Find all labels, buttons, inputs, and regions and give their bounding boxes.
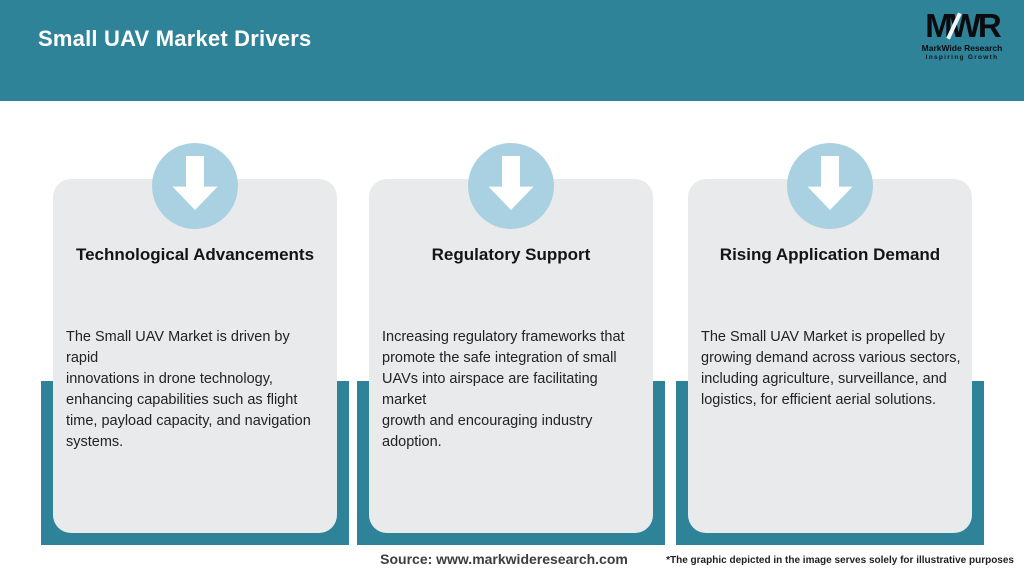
card-description: The Small UAV Market is propelled by gro… xyxy=(701,329,961,408)
markwide-logo: MWR MarkWide Research Inspiring Growth xyxy=(912,9,1012,61)
down-arrow-icon xyxy=(152,143,238,229)
down-arrow-glyph xyxy=(172,156,218,210)
down-arrow-icon xyxy=(787,143,873,229)
header-bar: Small UAV Market Drivers MWR MarkWide Re… xyxy=(0,0,1024,101)
card-description: The Small UAV Market is driven by rapid … xyxy=(66,329,311,450)
driver-card-rising-application-demand: Rising Application Demand The Small UAV … xyxy=(688,179,972,533)
logo-tagline: Inspiring Growth xyxy=(925,54,999,61)
card-title: Rising Application Demand xyxy=(719,245,941,264)
source-text: Source: www.markwideresearch.com xyxy=(380,551,628,567)
logo-monogram-text: MWR xyxy=(925,7,1001,44)
down-arrow-glyph xyxy=(807,156,853,210)
down-arrow-glyph xyxy=(488,156,534,210)
down-arrow-icon xyxy=(468,143,554,229)
logo-monogram: MWR xyxy=(925,9,1001,42)
card-description: Increasing regulatory frameworks that pr… xyxy=(382,329,625,450)
logo-company-name: MarkWide Research xyxy=(921,43,1003,53)
driver-card-technological-advancements: Technological Advancements The Small UAV… xyxy=(53,179,337,533)
disclaimer-text: *The graphic depicted in the image serve… xyxy=(666,555,1014,566)
page-title: Small UAV Market Drivers xyxy=(38,26,312,51)
card-title: Regulatory Support xyxy=(431,245,591,264)
driver-card-regulatory-support: Regulatory Support Increasing regulatory… xyxy=(369,179,653,533)
card-title: Technological Advancements xyxy=(75,245,315,264)
